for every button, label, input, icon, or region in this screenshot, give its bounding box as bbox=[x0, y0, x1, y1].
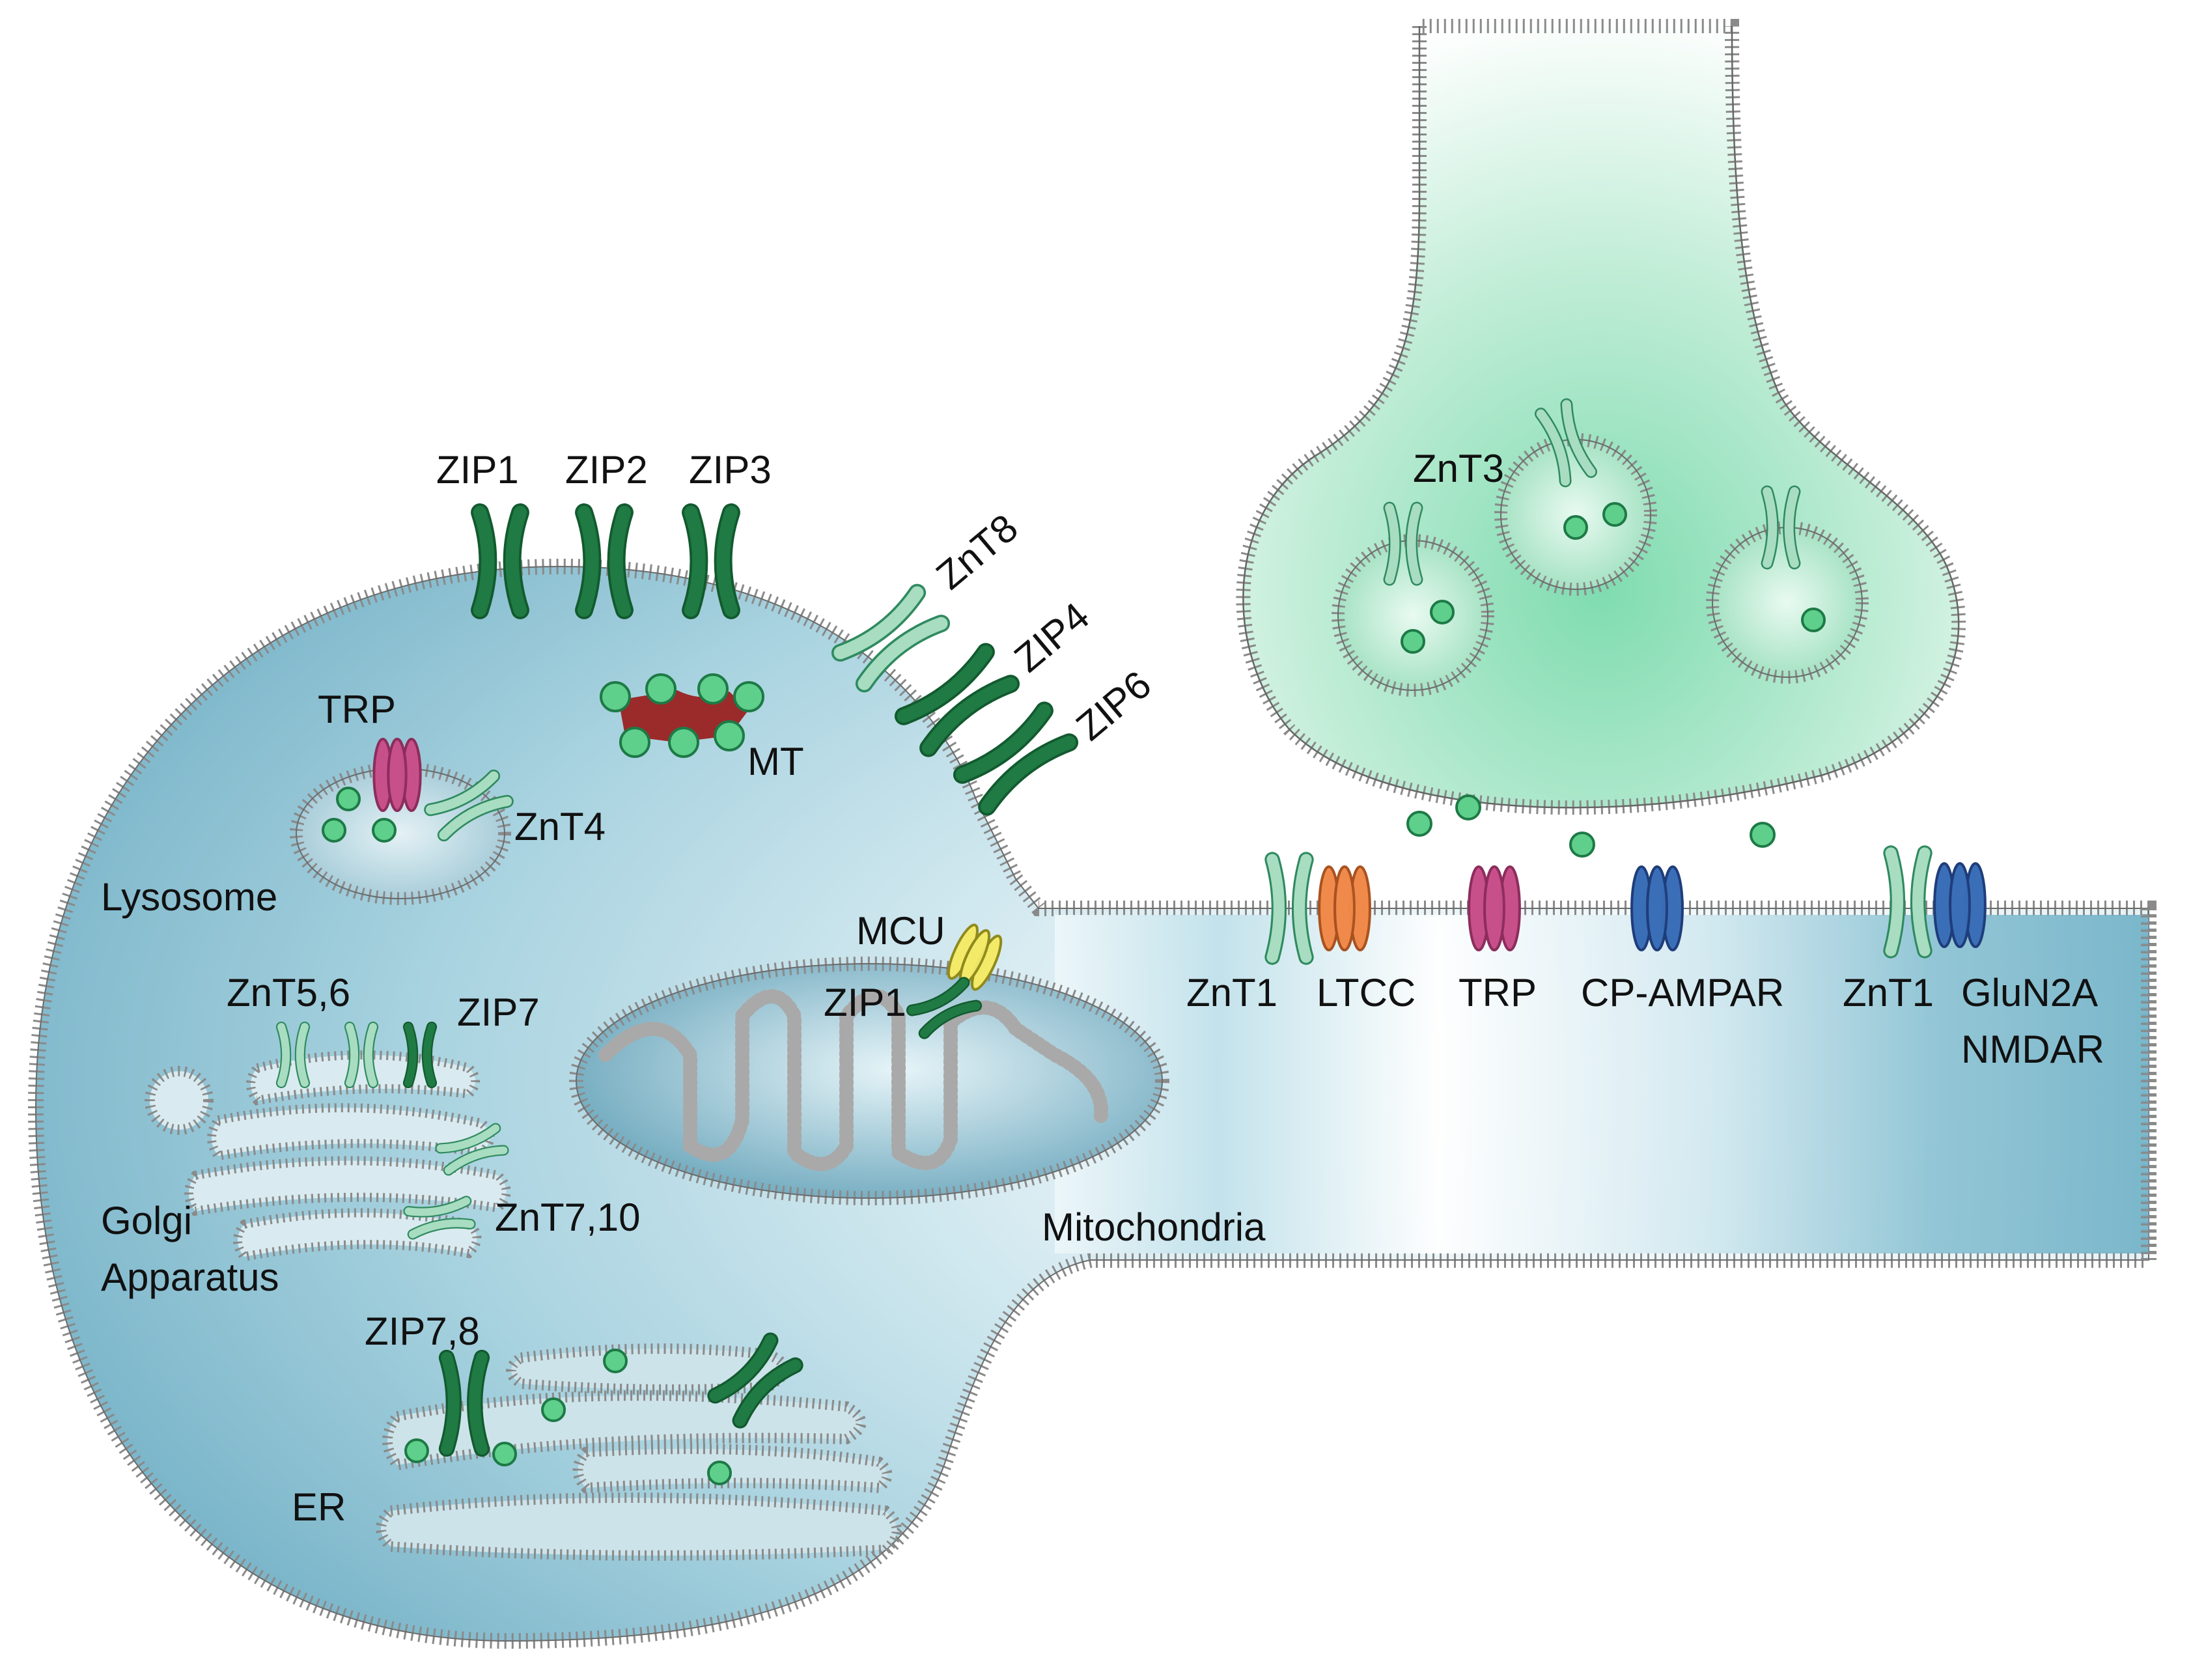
label-zip78: ZIP7,8 bbox=[365, 1309, 480, 1353]
glun2a-nmdar-channel bbox=[1933, 862, 1987, 948]
label-trp-lysosome: TRP bbox=[318, 688, 396, 731]
label-trp-membrane: TRP bbox=[1458, 971, 1537, 1015]
znt1-transporter bbox=[1264, 852, 1314, 965]
zinc-ion bbox=[733, 681, 764, 712]
znt6-transporter bbox=[344, 1021, 379, 1089]
znt10-transporter bbox=[403, 1196, 476, 1240]
label-zip6: ZIP6 bbox=[1068, 662, 1159, 749]
golgi-cisterna bbox=[246, 1050, 480, 1106]
label-zip1-mitochondria: ZIP1 bbox=[824, 981, 906, 1024]
er-sheet bbox=[506, 1343, 790, 1395]
zinc-ion bbox=[619, 727, 650, 758]
zinc-ion bbox=[541, 1397, 566, 1422]
synaptic-vesicle bbox=[1494, 433, 1657, 596]
zip2-transporter bbox=[575, 503, 634, 619]
zinc-ion bbox=[1569, 832, 1595, 858]
label-mt: MT bbox=[747, 740, 804, 783]
label-mcu: MCU bbox=[856, 909, 945, 953]
mitochondrion bbox=[569, 957, 1169, 1205]
label-zip2: ZIP2 bbox=[565, 448, 648, 492]
label-zip4: ZIP4 bbox=[1006, 594, 1097, 680]
zinc-ion bbox=[336, 787, 361, 811]
znt4-transporter bbox=[424, 769, 514, 842]
zinc-ion bbox=[645, 673, 677, 705]
znt1-transporter bbox=[1883, 845, 1933, 959]
label-er: ER bbox=[292, 1485, 346, 1529]
label-mitochondria: Mitochondria bbox=[1042, 1205, 1266, 1249]
label-znt56: ZnT5,6 bbox=[227, 971, 350, 1015]
zinc-ion bbox=[322, 818, 346, 843]
zip8-transporter-er bbox=[707, 1332, 803, 1429]
label-golgi: Golgi bbox=[101, 1199, 192, 1242]
znt3-transporter bbox=[1383, 501, 1423, 586]
zinc-ion bbox=[668, 727, 699, 758]
znt5-transporter bbox=[275, 1021, 311, 1089]
cp-ampar-channel bbox=[1630, 865, 1684, 951]
zinc-ions bbox=[322, 502, 1826, 1485]
znt3-transporter bbox=[1761, 485, 1801, 570]
zinc-ion bbox=[1801, 608, 1826, 632]
label-znt710: ZnT7,10 bbox=[495, 1196, 640, 1239]
transporters-and-channels bbox=[275, 398, 1987, 1457]
golgi-cisterna bbox=[233, 1208, 482, 1262]
zip4-transporter bbox=[894, 643, 1020, 757]
label-znt1-a: ZnT1 bbox=[1186, 971, 1277, 1015]
zip3-transporter bbox=[682, 503, 740, 619]
zinc-ion bbox=[1750, 822, 1776, 848]
label-zip3: ZIP3 bbox=[689, 448, 772, 492]
dendrite bbox=[1055, 915, 2149, 1253]
znt7-transporter bbox=[435, 1123, 509, 1176]
presynaptic-terminal bbox=[1236, 19, 1966, 815]
zinc-ion bbox=[1602, 502, 1627, 527]
zinc-ion bbox=[714, 720, 745, 751]
label-znt3: ZnT3 bbox=[1413, 447, 1504, 490]
zinc-ion bbox=[707, 1461, 732, 1485]
mcu-channel bbox=[947, 923, 1003, 991]
ltcc-channel bbox=[1318, 865, 1371, 951]
znt8-transporter bbox=[831, 583, 951, 693]
znt3-transporter bbox=[1535, 398, 1597, 488]
label-znt4: ZnT4 bbox=[514, 805, 606, 848]
zinc-ion bbox=[603, 1349, 628, 1373]
label-zip7-golgi: ZIP7 bbox=[457, 990, 540, 1034]
zinc-ion bbox=[372, 818, 397, 843]
zinc-ion bbox=[1430, 600, 1455, 624]
golgi-vesicle bbox=[145, 1066, 214, 1135]
golgi-apparatus bbox=[145, 1050, 511, 1262]
zinc-ion bbox=[1406, 811, 1432, 837]
label-lysosome: Lysosome bbox=[101, 875, 277, 919]
zinc-ion bbox=[404, 1438, 429, 1463]
label-ltcc: LTCC bbox=[1317, 971, 1416, 1015]
golgi-cisterna bbox=[184, 1156, 511, 1216]
trp-channel-lysosome bbox=[372, 738, 422, 812]
er-sheet bbox=[572, 1444, 893, 1494]
label-znt8: ZnT8 bbox=[928, 506, 1026, 598]
zip1-transporter bbox=[471, 503, 529, 619]
zip6-transporter bbox=[953, 701, 1079, 816]
er-sheet bbox=[376, 1492, 902, 1561]
zip1-transporter-mitochondria bbox=[906, 977, 983, 1039]
zinc-ion bbox=[1455, 794, 1481, 820]
zinc-ion bbox=[1401, 629, 1425, 654]
label-glun2a: GluN2A bbox=[1961, 971, 2098, 1015]
mitochondrial-cristae bbox=[598, 989, 1109, 1171]
label-zip1: ZIP1 bbox=[436, 448, 519, 492]
label-nmdar: NMDAR bbox=[1961, 1028, 2104, 1071]
zip7-transporter-er bbox=[438, 1349, 490, 1457]
label-cp-ampar: CP-AMPAR bbox=[1581, 971, 1784, 1015]
label-znt1-b: ZnT1 bbox=[1843, 971, 1934, 1015]
zip7-transporter-golgi bbox=[402, 1021, 438, 1089]
label-apparatus: Apparatus bbox=[101, 1255, 279, 1299]
zinc-ion bbox=[492, 1442, 517, 1466]
trp-channel-membrane bbox=[1468, 865, 1521, 951]
zinc-ion bbox=[600, 681, 631, 712]
zinc-ion bbox=[697, 673, 729, 705]
zinc-ion bbox=[1563, 515, 1588, 540]
